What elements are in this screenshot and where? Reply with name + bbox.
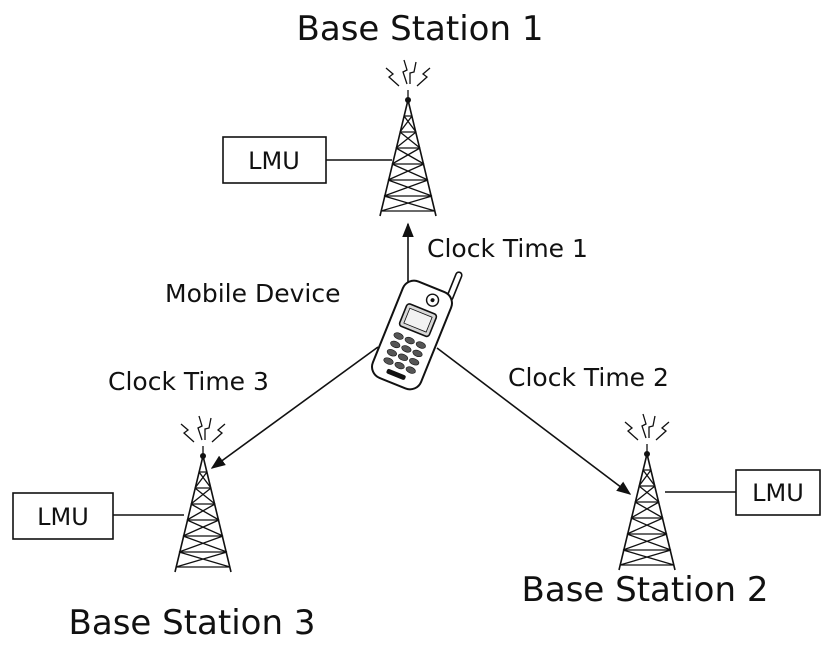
base-station-1-lmu-box bbox=[222, 136, 327, 184]
base-station-1-lmu-label: LMU bbox=[248, 147, 300, 175]
base-station-2-lmu-label: LMU bbox=[752, 479, 804, 507]
arrow-to-base-station-3 bbox=[210, 346, 379, 469]
base-station-2-title: Base Station 2 bbox=[522, 570, 769, 610]
base-station-2-lmu-box bbox=[735, 469, 821, 516]
mobile-phone-icon bbox=[371, 271, 463, 391]
clock-time-3-label: Clock Time 3 bbox=[108, 367, 269, 396]
base-station-1-tower bbox=[379, 59, 437, 217]
clock-time-2-label: Clock Time 2 bbox=[508, 363, 669, 392]
base-station-3-tower bbox=[174, 415, 232, 573]
base-station-3-title: Base Station 3 bbox=[69, 603, 316, 643]
base-station-3-lmu-label: LMU bbox=[37, 503, 89, 531]
base-station-3-lmu-box bbox=[12, 492, 114, 540]
arrow-to-base-station-2 bbox=[436, 347, 632, 495]
mobile-device-label: Mobile Device bbox=[165, 279, 340, 308]
base-station-1-title: Base Station 1 bbox=[297, 9, 544, 49]
clock-time-1-label: Clock Time 1 bbox=[427, 234, 588, 263]
